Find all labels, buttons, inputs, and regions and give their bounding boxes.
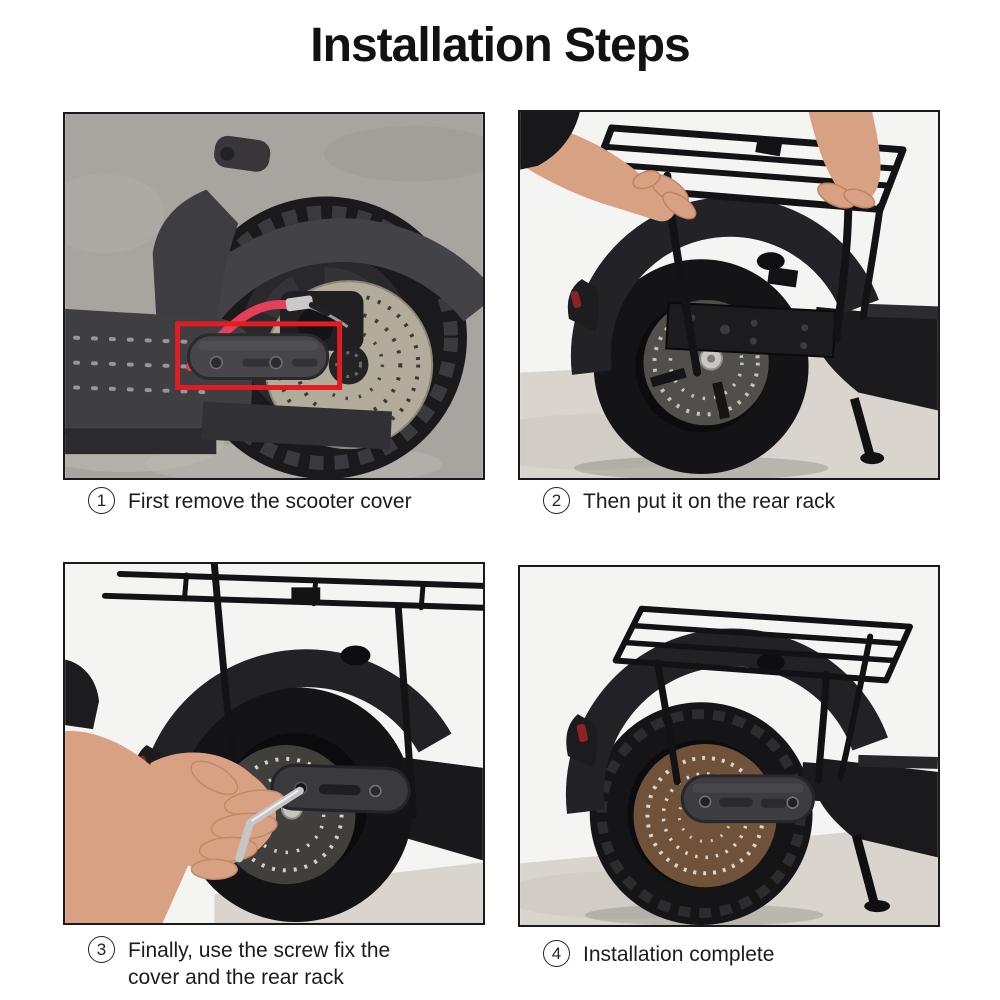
step-2-caption-row: 2 Then put it on the rear rack: [543, 487, 933, 515]
deck-edge: [862, 303, 938, 320]
step-3-number-badge: 3: [88, 936, 115, 963]
step-2-caption: Then put it on the rear rack: [583, 490, 836, 513]
scooter-side-cover: [680, 774, 816, 824]
step-4-caption-row: 4 Installation complete: [543, 940, 933, 968]
scooter-side-cover: [186, 333, 330, 381]
photo-step-2-place-rack: [518, 110, 940, 480]
rear-rack-tubes: [101, 564, 483, 819]
fender-knob: [756, 653, 785, 672]
rear-rack: [612, 605, 913, 786]
kickstand: [850, 397, 885, 465]
fender-tip-reflector: [566, 714, 598, 768]
step-1-number-badge: 1: [88, 487, 115, 514]
page-title: Installation Steps: [310, 19, 690, 72]
left-arm-sleeve: [520, 112, 580, 170]
photo-step-4-illustration: [520, 567, 938, 925]
fender-hook: [214, 135, 271, 172]
fender-tip-reflector: [567, 279, 599, 332]
photo-step-2-illustration: [520, 112, 938, 478]
photo-step-1-remove-cover: [63, 112, 485, 480]
kickstand: [851, 834, 891, 913]
cover-highlight-box: [175, 321, 343, 390]
photo-step-1-illustration: [65, 114, 483, 478]
step-3-caption-row: 3 Finally, use the screw fix the cover a…: [88, 936, 478, 991]
scooter-deck: [65, 308, 393, 455]
step-4-number-badge: 4: [543, 940, 570, 967]
photo-step-3-screw-cover: [63, 562, 485, 925]
step-4-caption: Installation complete: [583, 943, 775, 966]
right-hand: [808, 112, 881, 209]
scooter-side-cover: [270, 763, 411, 814]
step-2-number-badge: 2: [543, 487, 570, 514]
deck-edge: [858, 754, 938, 769]
step-1-caption: First remove the scooter cover: [128, 490, 412, 513]
dark-sleeve-edge: [65, 659, 99, 730]
photo-step-3-illustration: [65, 564, 483, 923]
step-1-caption-row: 1 First remove the scooter cover: [88, 487, 478, 515]
fender-knob: [756, 252, 785, 271]
scooter-frame: [813, 306, 938, 411]
step-3-caption: Finally, use the screw fix the cover and…: [128, 939, 391, 989]
fender-knob: [340, 645, 371, 666]
photo-step-4-complete: [518, 565, 940, 927]
allen-key: [235, 786, 304, 863]
